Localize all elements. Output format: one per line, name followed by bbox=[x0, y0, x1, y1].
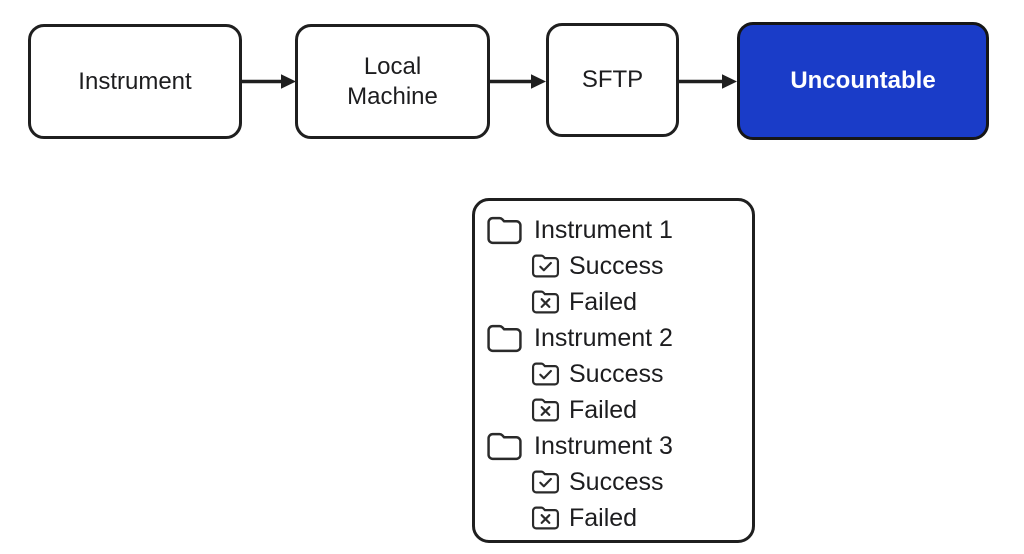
flow-box-label: Uncountable bbox=[790, 67, 936, 94]
tree-row: Failed bbox=[486, 500, 746, 536]
tree-row: Failed bbox=[486, 284, 746, 320]
tree-row-label: Failed bbox=[569, 503, 638, 532]
tree-row-label: Success bbox=[569, 359, 664, 388]
folder-x-icon bbox=[531, 397, 560, 423]
folder-x-icon bbox=[531, 505, 560, 531]
flow-box-sftp: SFTP bbox=[546, 23, 679, 137]
tree-row: Success bbox=[486, 464, 746, 500]
flow-box-label: Instrument bbox=[78, 67, 192, 95]
right-arrow-icon bbox=[678, 74, 737, 89]
tree-row-label: Instrument 1 bbox=[534, 215, 673, 244]
flow-box-local-machine: Local Machine bbox=[295, 24, 490, 139]
folder-check-icon bbox=[531, 469, 560, 495]
tree-row-label: Success bbox=[569, 467, 664, 496]
folder-icon bbox=[486, 323, 523, 354]
tree-row-label: Instrument 2 bbox=[534, 323, 673, 352]
tree-row: Success bbox=[486, 248, 746, 284]
tree-row: Instrument 1 bbox=[486, 212, 746, 248]
folder-icon bbox=[486, 431, 523, 462]
flow-box-uncountable: Uncountable bbox=[737, 22, 989, 140]
tree-row-label: Instrument 3 bbox=[534, 431, 673, 460]
folder-check-icon bbox=[531, 361, 560, 387]
tree-row: Failed bbox=[486, 392, 746, 428]
flow-box-label: SFTP bbox=[581, 66, 644, 93]
tree-row-label: Success bbox=[569, 251, 664, 280]
folder-check-icon bbox=[531, 253, 560, 279]
tree-row: Instrument 2 bbox=[486, 320, 746, 356]
flow-box-label: Local Machine bbox=[347, 52, 438, 110]
tree-row: Instrument 3 bbox=[486, 428, 746, 464]
folder-tree-panel: Instrument 1 Success Failed bbox=[472, 198, 755, 543]
tree-row-label: Failed bbox=[569, 287, 638, 316]
tree-row-label: Failed bbox=[569, 395, 638, 424]
flow-box-instrument: Instrument bbox=[28, 24, 242, 139]
folder-x-icon bbox=[531, 289, 560, 315]
tree-row: Success bbox=[486, 356, 746, 392]
right-arrow-icon bbox=[489, 74, 546, 89]
folder-icon bbox=[486, 215, 523, 246]
right-arrow-icon bbox=[241, 74, 296, 89]
